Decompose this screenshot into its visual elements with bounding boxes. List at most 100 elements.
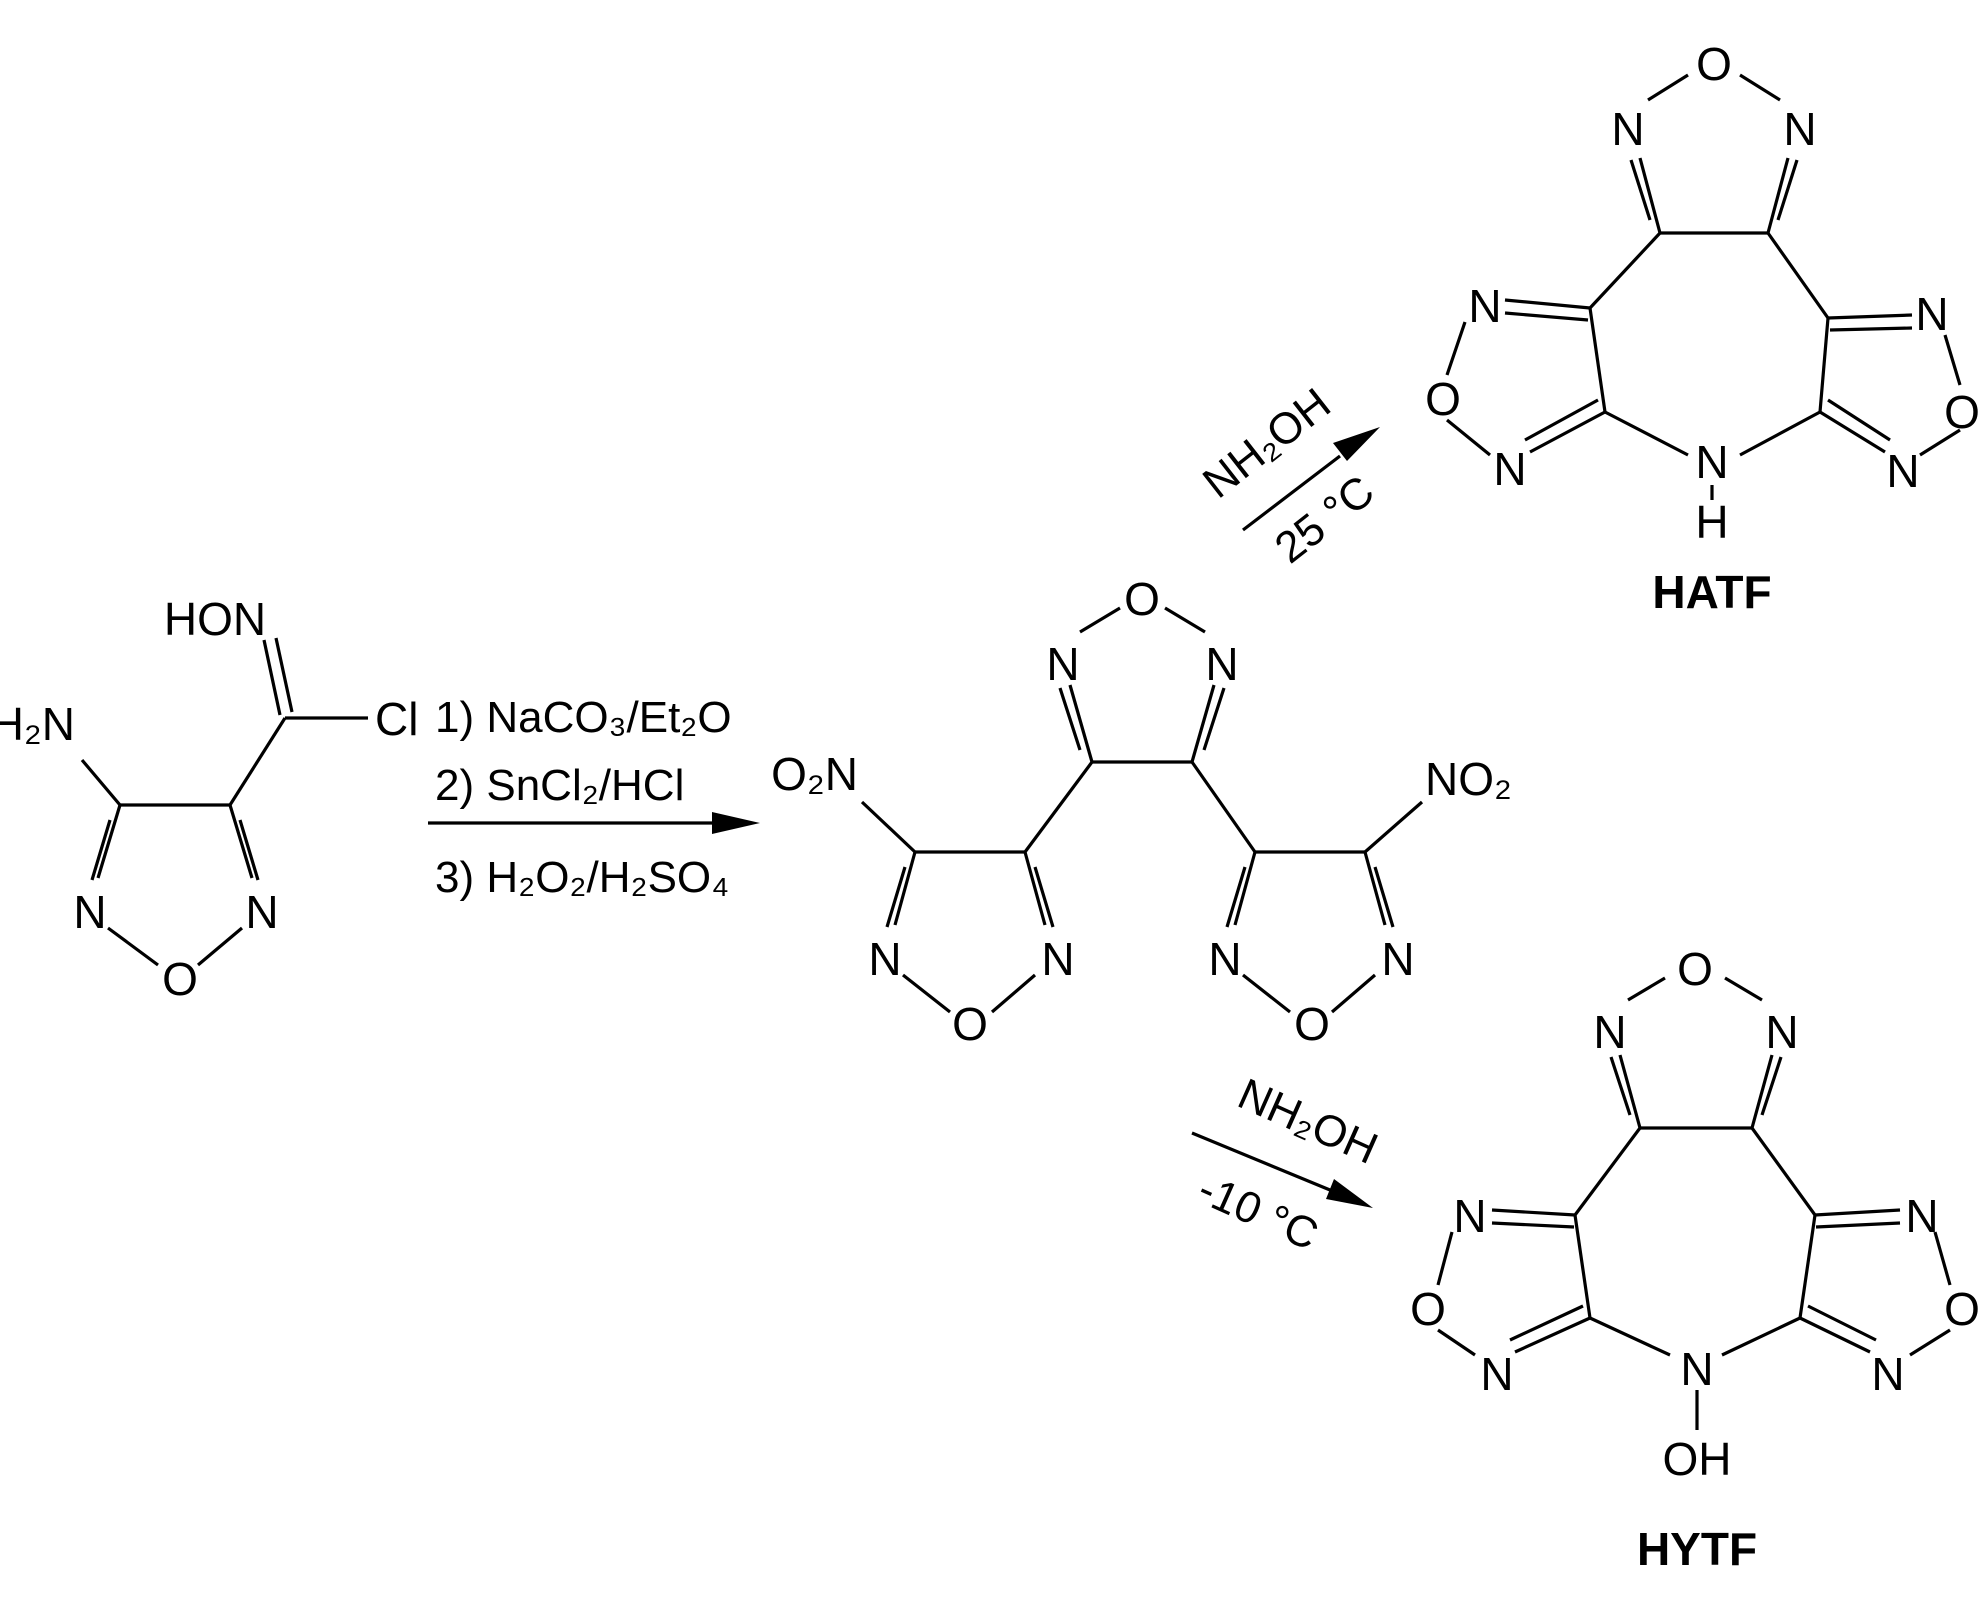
bond <box>1225 866 1247 928</box>
arrow-head <box>1326 1179 1373 1208</box>
step1-reagent-1: 1) NaCO₃/Et₂O <box>435 693 732 742</box>
bond <box>1933 1231 1952 1286</box>
ring-o-label: O <box>1410 1283 1446 1335</box>
ring-n-label: N <box>1468 280 1501 332</box>
bond <box>893 851 917 926</box>
arrow-shaft <box>1242 454 1341 532</box>
bond <box>1445 321 1467 376</box>
ring-o-label: O <box>952 998 988 1050</box>
nitro-group-label: O₂N <box>771 748 858 800</box>
bond <box>1739 73 1781 102</box>
compound-name-hytf: HYTF <box>1637 1523 1757 1575</box>
ring-n-label: N <box>1783 103 1816 155</box>
bond <box>1647 73 1689 102</box>
bond <box>107 926 159 967</box>
bond <box>1023 761 1094 853</box>
bond <box>1573 1214 1592 1319</box>
ring-n-label: N <box>1611 103 1644 155</box>
step1-reagent-2: 2) SnCl₂/HCl <box>435 761 684 810</box>
step-hytf-arrow: NH₂OH -10 °C <box>1191 1069 1385 1260</box>
bond <box>1739 410 1821 457</box>
step1-reagent-3: 3) H₂O₂/H₂SO₄ <box>435 853 729 902</box>
ring-o-label: O <box>1696 38 1732 90</box>
arrow-shaft <box>1191 1131 1331 1192</box>
bond <box>1766 232 1830 319</box>
bond <box>1638 157 1662 234</box>
bond <box>1721 1316 1801 1357</box>
bond <box>1588 307 1607 413</box>
bond <box>1504 298 1591 310</box>
ring-n-label: N <box>1886 445 1919 497</box>
hytf-structure: O N N N O N N O N N OH HYTF <box>1410 943 1980 1575</box>
bond <box>1033 866 1055 928</box>
ring-n-label: N <box>1905 1190 1938 1242</box>
ring-n-label: N <box>1208 933 1241 985</box>
ring-o-label: O <box>1124 573 1160 625</box>
bond <box>1829 326 1913 332</box>
bond <box>90 819 112 881</box>
bond <box>1233 851 1257 926</box>
ring-n-label: N <box>245 886 278 938</box>
bond <box>1330 973 1377 1014</box>
bond <box>1618 1054 1642 1129</box>
bond <box>228 717 287 806</box>
bond <box>1363 851 1387 926</box>
bond <box>990 973 1037 1014</box>
ring-n-label: N <box>1493 443 1526 495</box>
ring-o-label: O <box>1294 998 1330 1050</box>
oxime-label: HON <box>164 593 266 645</box>
bond <box>1445 418 1492 457</box>
bond <box>1164 606 1206 634</box>
bond <box>1724 976 1763 1002</box>
ring-n-label: N <box>1695 436 1728 488</box>
bond <box>1436 1231 1454 1286</box>
bond <box>1514 1316 1591 1354</box>
bond <box>228 804 254 879</box>
ring-n-label: N <box>1871 1348 1904 1400</box>
bond <box>1818 317 1830 413</box>
ring-o-label: O <box>162 953 198 1005</box>
hydrogen-label: H <box>1695 496 1728 548</box>
ring-n-label: N <box>1041 933 1074 985</box>
ring-o-label: O <box>1677 943 1713 995</box>
bond <box>196 926 244 967</box>
bond <box>1491 1221 1575 1229</box>
ring-o-label: O <box>1425 373 1461 425</box>
bond <box>1573 1127 1642 1216</box>
chlorine-label: Cl <box>375 693 418 745</box>
bond <box>1589 1316 1671 1357</box>
bond <box>1776 159 1799 221</box>
bond <box>1750 1127 1817 1216</box>
bond <box>1609 1056 1632 1116</box>
bond <box>1524 398 1599 442</box>
bond <box>1766 157 1790 234</box>
ring-o-label: O <box>1944 1283 1980 1335</box>
bond <box>885 866 907 928</box>
hydroxyl-label: OH <box>1663 1433 1732 1485</box>
bond <box>902 973 951 1014</box>
bond <box>80 758 122 807</box>
ring-n-label: N <box>1046 638 1079 690</box>
bond <box>1750 1054 1774 1129</box>
nitro-group-label: NO₂ <box>1425 753 1512 805</box>
bond <box>1627 976 1666 1002</box>
bond <box>1629 159 1652 221</box>
bond <box>1815 1221 1901 1229</box>
bond <box>1058 687 1082 751</box>
arrow-head <box>1333 427 1380 461</box>
ring-n-label: N <box>73 886 106 938</box>
bond <box>1363 800 1424 854</box>
ring-n-label: N <box>1205 638 1238 690</box>
bond <box>1814 1208 1901 1217</box>
bond <box>1919 428 1961 457</box>
bond <box>1491 1208 1576 1217</box>
bond <box>1827 398 1891 442</box>
bond <box>1079 606 1121 634</box>
start-material: H₂N HON Cl N N O <box>0 593 418 1005</box>
bond <box>1373 866 1395 928</box>
ring-n-label: N <box>1453 1190 1486 1242</box>
bond <box>96 804 122 879</box>
bond <box>1190 761 1257 853</box>
bond <box>1604 410 1689 457</box>
bond <box>1827 313 1913 320</box>
